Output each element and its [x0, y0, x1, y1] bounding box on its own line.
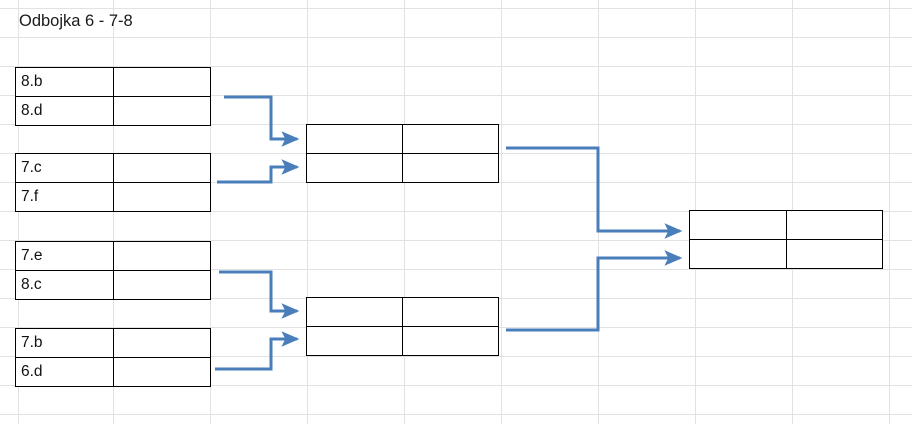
match-r2-2-team-1[interactable] [306, 297, 403, 327]
match-r2-2-team-2[interactable] [306, 326, 403, 356]
match-r3-1-score-2[interactable] [786, 239, 883, 269]
page-title: Odbojka 6 - 7-8 [19, 12, 133, 30]
grid-row-line-14 [0, 414, 912, 415]
match-r1-1-team-1[interactable]: 8.b [15, 67, 114, 97]
match-r2-1-team-2[interactable] [306, 153, 403, 183]
match-r1-3-team-1[interactable]: 7.e [15, 241, 114, 271]
table-row [306, 326, 499, 356]
table-row: 7.c [15, 153, 211, 183]
grid-column-line-5 [501, 0, 502, 424]
connector-r1-3-to-r2-1 [219, 270, 300, 319]
match-r1-2-score-1[interactable] [113, 153, 211, 183]
table-row: 7.e [15, 241, 211, 271]
grid-column-line-3 [307, 0, 308, 424]
connector-r2-2-to-r3-1 [506, 250, 683, 332]
table-row: 7.f [15, 182, 211, 212]
match-r2-1-score-2[interactable] [402, 153, 499, 183]
match-r3-1[interactable] [689, 210, 883, 269]
match-r2-1[interactable] [306, 124, 499, 183]
match-r1-2-team-2[interactable]: 7.f [15, 182, 114, 212]
match-r3-1-score-1[interactable] [786, 210, 883, 240]
match-r2-2-score-1[interactable] [402, 297, 499, 327]
table-row: 8.b [15, 67, 211, 97]
match-r1-4-score-1[interactable] [113, 328, 211, 358]
connector-r2-1-to-r3-1 [506, 146, 683, 239]
match-r1-4-team-1[interactable]: 7.b [15, 328, 114, 358]
match-r1-3-team-2[interactable]: 8.c [15, 270, 114, 300]
connector-r1-4-to-r2-2 [215, 331, 300, 371]
match-r1-4-score-2[interactable] [113, 357, 211, 387]
table-row [306, 297, 499, 327]
match-r3-1-team-1[interactable] [689, 210, 787, 240]
connector-r1-1-to-r2-1 [224, 95, 300, 147]
match-r1-3-score-1[interactable] [113, 241, 211, 271]
grid-row-line-0 [0, 8, 912, 9]
match-r2-2-score-2[interactable] [402, 326, 499, 356]
table-row: 8.d [15, 96, 211, 126]
match-r2-2[interactable] [306, 297, 499, 356]
table-row [689, 239, 883, 269]
match-r1-3-score-2[interactable] [113, 270, 211, 300]
grid-row-line-1 [0, 37, 912, 38]
match-r1-1-score-2[interactable] [113, 96, 211, 126]
grid-column-line-4 [404, 0, 405, 424]
table-row: 7.b [15, 328, 211, 358]
match-r1-1-team-2[interactable]: 8.d [15, 96, 114, 126]
grid-column-line-9 [889, 0, 890, 424]
connector-r1-2-to-r2-1 [217, 159, 300, 184]
match-r2-1-team-1[interactable] [306, 124, 403, 154]
match-r3-1-team-2[interactable] [689, 239, 787, 269]
table-row [689, 210, 883, 240]
match-r1-1-score-1[interactable] [113, 67, 211, 97]
table-row [306, 124, 499, 154]
grid-column-line-6 [598, 0, 599, 424]
match-r2-1-score-1[interactable] [402, 124, 499, 154]
table-row: 6.d [15, 357, 211, 387]
match-r1-2-team-1[interactable]: 7.c [15, 153, 114, 183]
table-row [306, 153, 499, 183]
table-row: 8.c [15, 270, 211, 300]
match-r1-2-score-2[interactable] [113, 182, 211, 212]
match-r1-4-team-2[interactable]: 6.d [15, 357, 114, 387]
